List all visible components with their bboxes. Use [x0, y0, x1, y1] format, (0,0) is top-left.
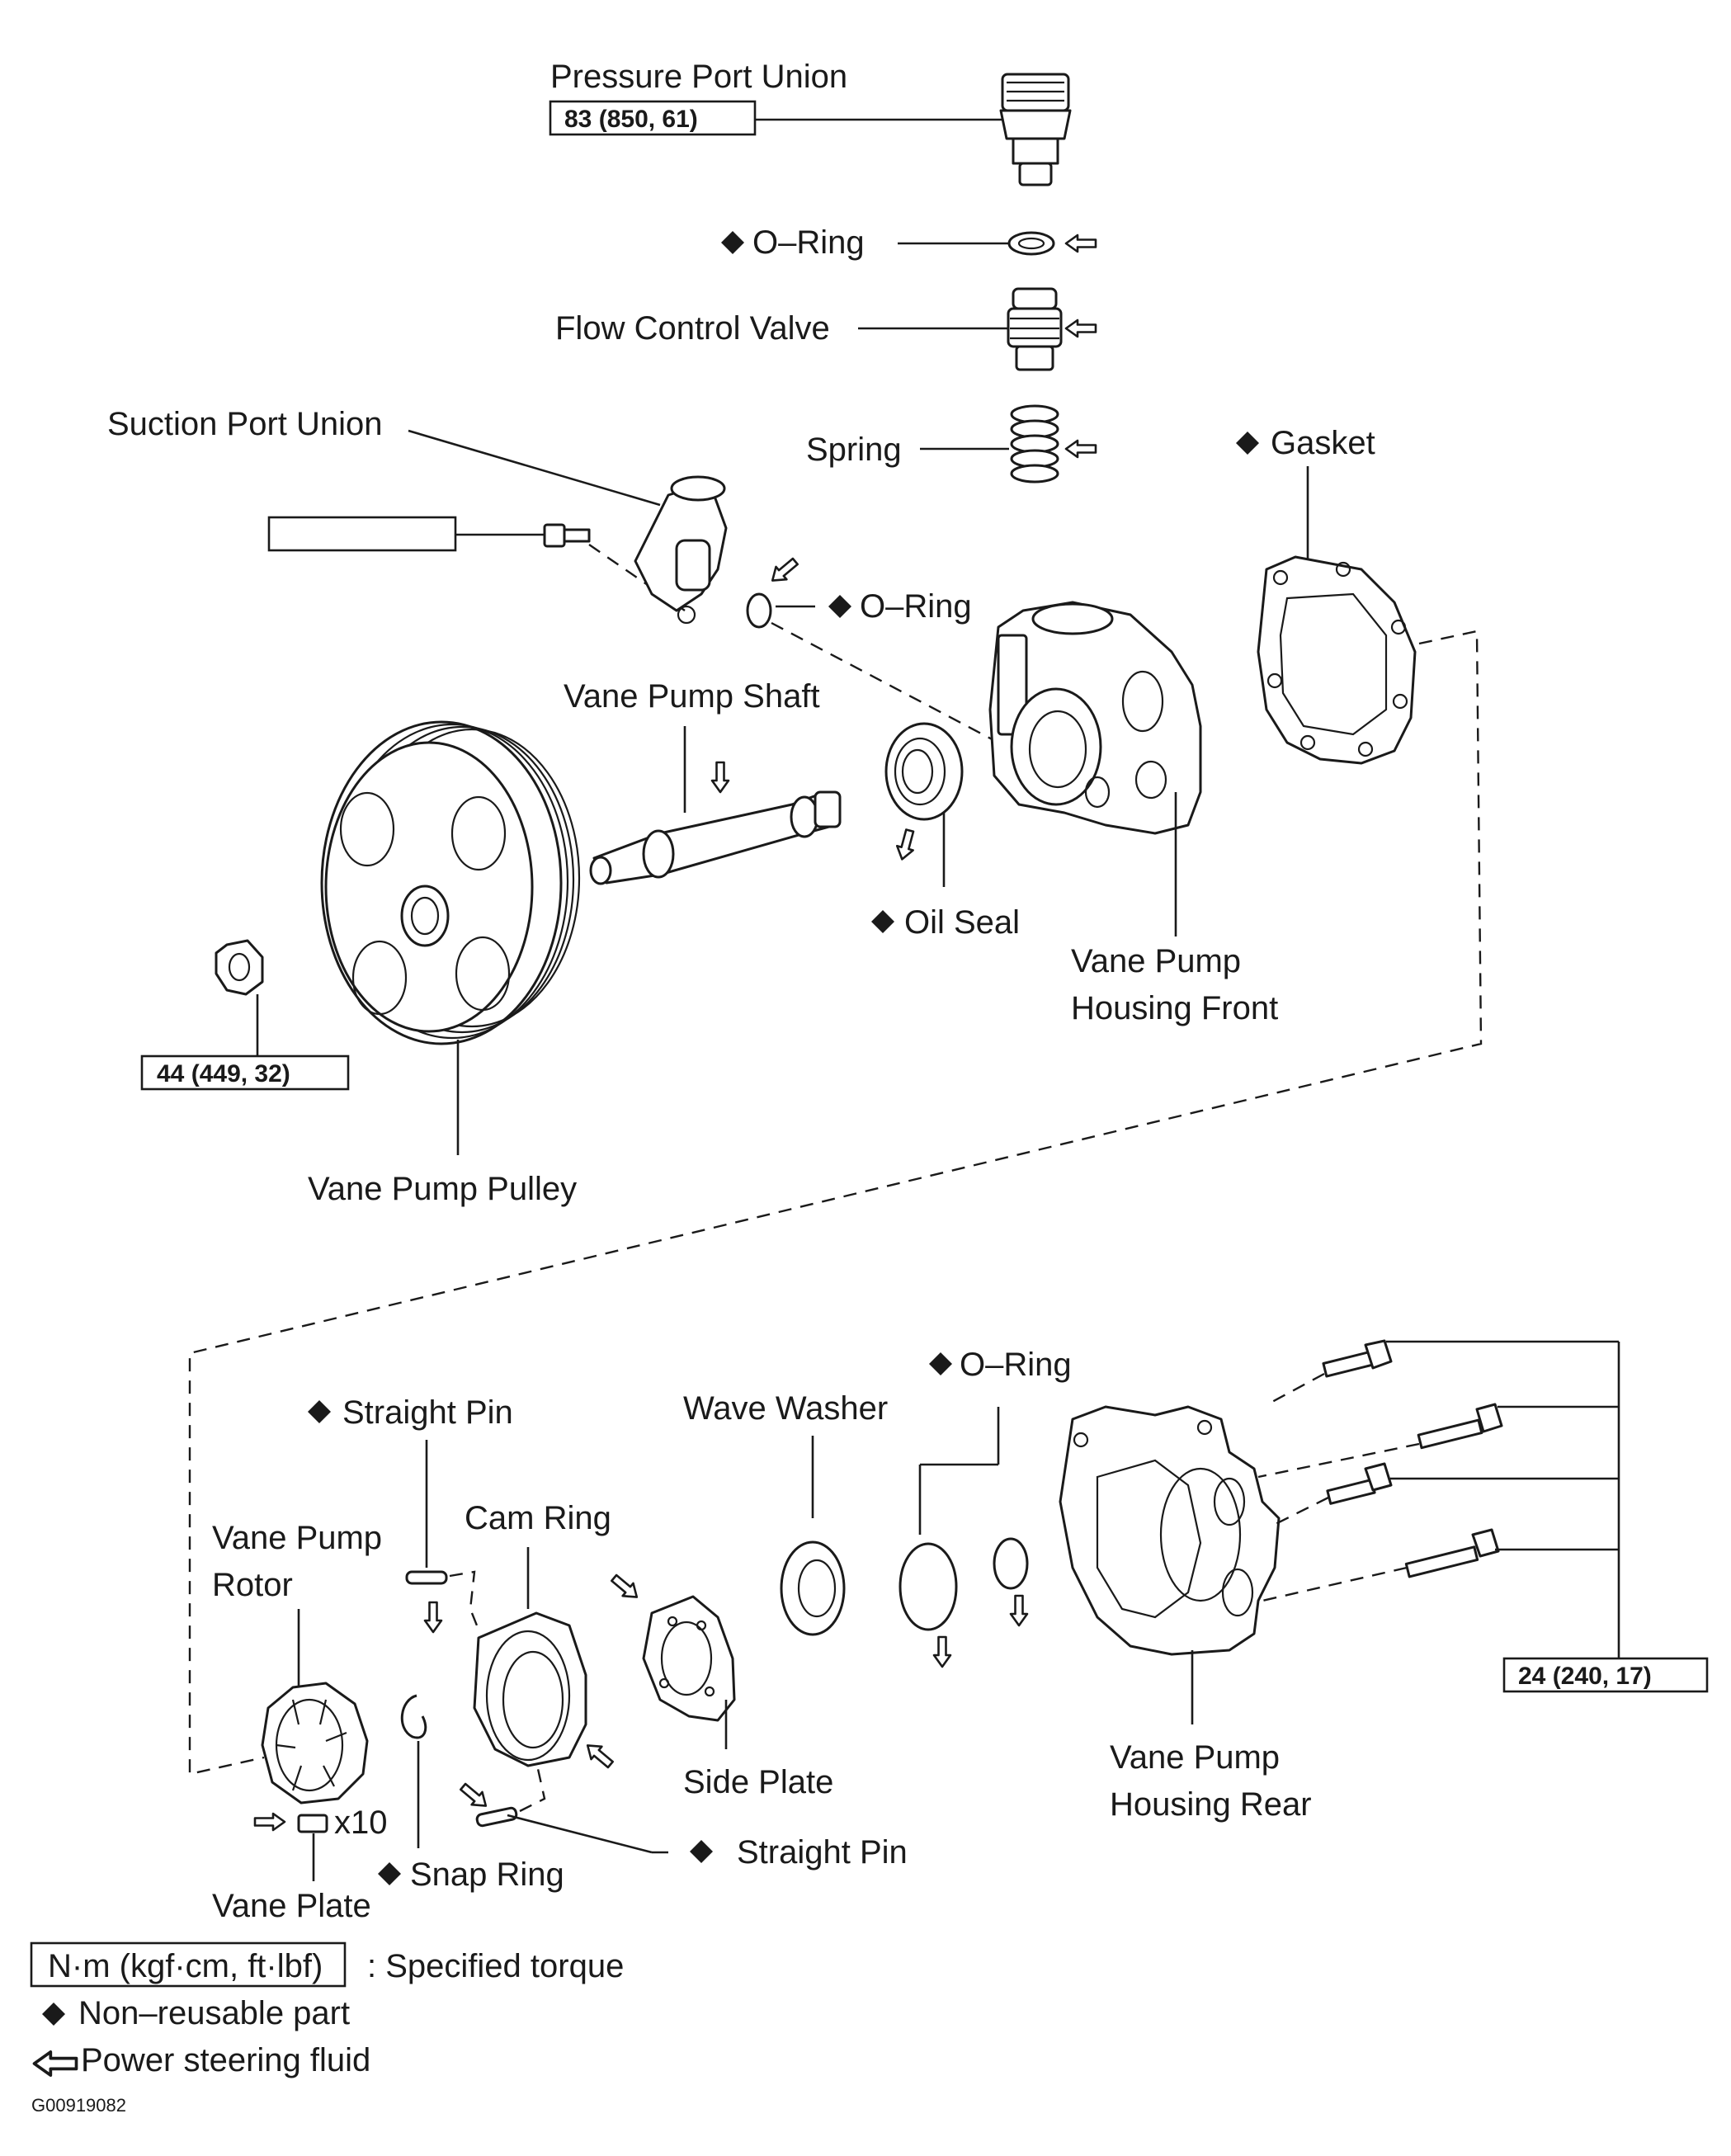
label-vane-pump-pulley: Vane Pump Pulley	[308, 1171, 577, 1207]
label-o-ring-top: O–Ring	[752, 224, 865, 261]
diamond-icon	[929, 1352, 952, 1375]
torque-box-rear-housing-bolts	[1502, 1657, 1709, 1693]
pulley-nut-part	[215, 939, 264, 996]
spring-part	[1010, 404, 1059, 484]
hollow-arrow-icon	[1009, 1594, 1029, 1627]
oil-seal-part	[884, 722, 964, 821]
label-o-ring-suction: O–Ring	[860, 588, 972, 625]
label-housing-rear-1: Vane Pump	[1110, 1739, 1280, 1776]
hollow-arrow-icon	[1064, 439, 1097, 459]
label-suction-port-union: Suction Port Union	[107, 406, 383, 442]
hollow-arrow-icon	[932, 1635, 952, 1668]
hollow-arrow-icon	[766, 554, 802, 588]
label-oil-seal: Oil Seal	[904, 904, 1020, 941]
snap-ring-part	[400, 1694, 427, 1739]
label-housing-front-1: Vane Pump	[1071, 943, 1241, 979]
label-straight-pin-top: Straight Pin	[342, 1394, 513, 1431]
diamond-icon	[721, 231, 744, 254]
legend-fluid: Power steering fluid	[81, 2042, 370, 2078]
label-housing-rear-2: Housing Rear	[1110, 1786, 1312, 1823]
diamond-icon	[828, 595, 851, 618]
hollow-arrow-icon	[607, 1570, 644, 1605]
side-plate-part	[642, 1595, 736, 1722]
o-ring-top-part	[1007, 231, 1055, 256]
o-ring-small-part	[993, 1537, 1029, 1590]
label-snap-ring: Snap Ring	[410, 1856, 564, 1893]
hollow-arrow-icon	[1064, 318, 1097, 338]
label-wave-washer: Wave Washer	[683, 1390, 888, 1427]
vane-pump-pulley-part	[320, 720, 581, 1045]
label-rotor-1: Vane Pump	[212, 1520, 382, 1556]
legend-torque-desc: : Specified torque	[367, 1948, 624, 1984]
label-flow-control-valve: Flow Control Valve	[555, 310, 830, 347]
gasket-part	[1257, 555, 1417, 765]
label-pressure-port-union: Pressure Port Union	[550, 59, 847, 95]
diamond-icon	[1236, 432, 1259, 455]
torque-pressure-port-union: 83 (850, 61)	[564, 106, 698, 133]
o-ring-suction-part	[746, 592, 772, 629]
legend-non-reusable: Non–reusable part	[78, 1995, 350, 2031]
hollow-arrow-icon	[423, 1601, 443, 1634]
torque-box-suction-port-union	[267, 516, 457, 552]
torque-box-pulley-nut	[140, 1054, 350, 1091]
torque-rear-housing-bolts: 24 (240, 17)	[1518, 1663, 1652, 1690]
diamond-icon	[378, 1862, 401, 1885]
diamond-icon	[42, 2003, 65, 2026]
flow-control-valve-part	[1007, 287, 1063, 371]
label-rotor-2: Rotor	[212, 1567, 293, 1603]
label-straight-pin-bottom: Straight Pin	[737, 1834, 908, 1871]
label-housing-front-2: Housing Front	[1071, 990, 1278, 1026]
label-gasket: Gasket	[1271, 425, 1375, 461]
suction-port-union-part	[634, 475, 728, 625]
label-o-ring-rear: O–Ring	[960, 1347, 1072, 1383]
label-cam-ring: Cam Ring	[465, 1500, 611, 1536]
legend: N·m (kgf·cm, ft·lbf) : Specified torque …	[30, 1941, 624, 2078]
vane-pump-housing-rear-part	[1059, 1405, 1281, 1656]
pressure-port-union-part	[999, 73, 1072, 186]
wave-washer-part	[780, 1540, 846, 1636]
legend-torque-box	[30, 1941, 347, 1988]
hollow-arrow-icon	[581, 1738, 617, 1772]
torque-box-pressure-port-union	[549, 100, 757, 136]
hollow-arrow-icon	[32, 2050, 78, 2078]
label-side-plate: Side Plate	[683, 1764, 833, 1800]
diamond-icon	[308, 1400, 331, 1423]
hollow-arrow-icon	[893, 827, 919, 863]
hollow-arrow-icon	[1064, 234, 1097, 253]
vane-pump-shaft-part	[589, 790, 842, 885]
label-vane-plate: Vane Plate	[212, 1888, 371, 1924]
o-ring-large-part	[899, 1542, 958, 1631]
vane-pump-housing-front-part	[988, 601, 1202, 835]
diamond-icon	[690, 1840, 713, 1863]
torque-pulley-nut: 44 (449, 32)	[157, 1060, 290, 1087]
label-x10: x10	[334, 1805, 388, 1841]
vane-plate-part	[297, 1814, 328, 1833]
diamond-icon	[871, 910, 894, 933]
rear-housing-bolts-part	[1322, 1339, 1503, 1578]
vane-pump-rotor-part	[261, 1682, 369, 1805]
suction-port-bolt-part	[543, 523, 591, 548]
label-vane-pump-shaft: Vane Pump Shaft	[564, 678, 820, 715]
hollow-arrow-icon	[253, 1812, 286, 1832]
straight-pin-bottom-part	[475, 1806, 518, 1828]
cam-ring-part	[473, 1611, 587, 1767]
hollow-arrow-icon	[456, 1779, 493, 1814]
hollow-arrow-icon	[710, 761, 730, 794]
legend-torque-units: N·m (kgf·cm, ft·lbf)	[48, 1948, 323, 1984]
label-spring: Spring	[806, 432, 902, 468]
straight-pin-top-part	[405, 1570, 448, 1585]
figure-id: G00919082	[31, 2095, 126, 2116]
